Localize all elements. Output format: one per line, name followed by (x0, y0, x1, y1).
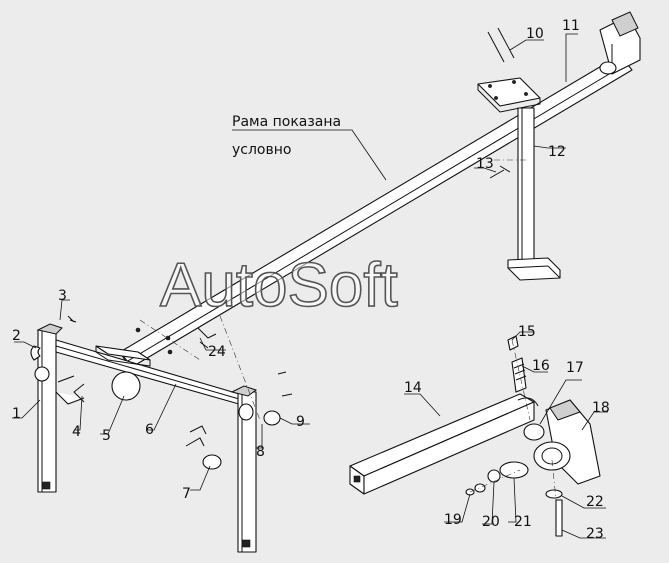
callout-21: 21 (514, 514, 532, 530)
callout-22: 22 (586, 494, 604, 510)
callout-8: 8 (256, 444, 265, 460)
small-parts (55, 27, 515, 470)
drawbar (349, 393, 539, 495)
callout-20: 20 (482, 514, 500, 530)
callout-10: 10 (526, 26, 544, 42)
callout-11: 11 (562, 18, 580, 34)
note-line-1: Рама показана (232, 114, 341, 130)
cross-beam (55, 339, 247, 407)
frame-beam (119, 11, 641, 368)
callout-13: 13 (476, 156, 494, 172)
callout-5: 5 (102, 428, 111, 444)
callout-9: 9 (296, 414, 305, 430)
callout-1: 1 (12, 406, 21, 422)
callout-4: 4 (72, 424, 81, 440)
callout-19: 19 (444, 512, 462, 528)
frame-note: Рама показана условно (232, 114, 387, 181)
hitch-assembly (465, 335, 601, 537)
callout-23: 23 (586, 526, 604, 542)
callout-12: 12 (548, 144, 566, 160)
upper-mount-and-post (477, 77, 561, 281)
callout-24: 24 (208, 344, 226, 360)
callout-2: 2 (12, 328, 21, 344)
callout-7: 7 (182, 486, 191, 502)
rear-stand-left (30, 323, 63, 493)
callout-3: 3 (58, 288, 67, 304)
watermark-text: AutoSoft (160, 251, 398, 320)
callout-16: 16 (532, 358, 550, 374)
note-line-2: условно (232, 142, 291, 158)
callout-18: 18 (592, 400, 610, 416)
callouts: 3 2 1 4 5 6 7 8 9 10 11 12 13 14 15 16 1 (12, 18, 610, 542)
callout-6: 6 (145, 422, 154, 438)
rear-stand-right (230, 385, 258, 553)
callout-14: 14 (404, 380, 422, 396)
callout-15: 15 (518, 324, 536, 340)
centerlines (139, 159, 557, 501)
callout-17: 17 (566, 360, 584, 376)
